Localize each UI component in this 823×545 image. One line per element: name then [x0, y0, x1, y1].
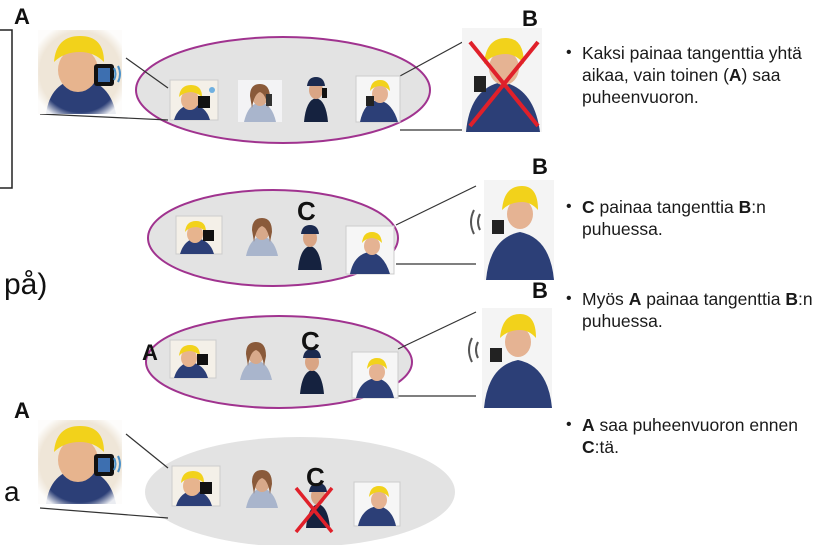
woman-portrait-icon: [246, 218, 278, 256]
bullet-text-part: :n puhuessa.: [582, 289, 813, 331]
bullet-text-part: ) saa puheenvuoron.: [582, 65, 781, 107]
row-1: A B: [14, 4, 542, 144]
bullet-text-part: Kaksi painaa tangenttia yhtä aikaa, vain…: [582, 43, 802, 85]
bullet-bold-part: A: [728, 65, 742, 85]
connector-line: [39, 507, 169, 519]
bullet-item: • Kaksi painaa tangenttia yhtä aikaa, va…: [560, 42, 822, 108]
connector-line: [39, 113, 169, 121]
label-b-row-1: B: [522, 6, 538, 31]
small-firefighter-a-icon: [169, 339, 217, 379]
small-firefighter-a-icon: [175, 215, 223, 255]
bullet-dot-icon: •: [566, 416, 572, 433]
bullet-text-part: :tä.: [594, 437, 619, 457]
bullet-text: C painaa tangenttia B:n puhuessa.: [582, 196, 822, 240]
bullet-item: • A saa puheenvuoron ennen C:tä.: [560, 414, 822, 458]
label-a-row-4: A: [14, 398, 30, 423]
woman-portrait-icon: [240, 342, 272, 380]
group-ellipse-row-2: [147, 189, 399, 287]
label-c-row-3: C: [301, 326, 320, 356]
row-2: C B: [147, 154, 554, 287]
left-edge-text-a: a: [4, 476, 20, 507]
label-a-row-1: A: [14, 4, 30, 29]
label-a-row-3: A: [142, 340, 158, 365]
connector-line: [395, 185, 477, 226]
cross-icon: [294, 486, 334, 534]
bullet-text-part: :n puhuessa.: [582, 197, 766, 239]
label-c-row-4: C: [306, 462, 325, 492]
small-firefighter-a-icon: [169, 79, 219, 121]
officer-portrait-icon: [298, 225, 322, 270]
connector-line: [399, 37, 471, 77]
small-firefighter-b-icon: [355, 75, 401, 123]
bullet-dot-icon: •: [566, 290, 572, 307]
small-firefighter-b-icon: [353, 481, 401, 527]
firefighter-a-large-icon: [38, 30, 122, 114]
bullet-bold-part: B: [785, 289, 798, 309]
bullet-bold-part: C: [582, 437, 595, 457]
small-firefighter-b-icon: [345, 225, 395, 275]
left-edge-text-pa: på): [4, 268, 48, 301]
group-ellipse-row-3: [145, 315, 413, 409]
small-firefighter-b-icon: [351, 351, 399, 399]
firefighter-b-speaking-icon: [468, 308, 552, 408]
bullet-bold-part: C: [582, 197, 595, 217]
bullet-text: Kaksi painaa tangenttia yhtä aikaa, vain…: [582, 42, 822, 108]
cross-icon: [468, 40, 540, 128]
label-c-row-2: C: [297, 196, 316, 226]
small-firefighter-a-icon: [171, 465, 221, 507]
bullet-dot-icon: •: [566, 198, 572, 215]
firefighter-a-large-icon: [38, 420, 122, 504]
bullet-text: A saa puheenvuoron ennen C:tä.: [582, 414, 822, 458]
left-frame: [0, 29, 13, 189]
bullet-text-part: Myös: [582, 289, 629, 309]
bullet-bold-part: A: [582, 415, 595, 435]
connector-line: [397, 311, 477, 350]
bullet-dot-icon: •: [566, 44, 572, 61]
row-4: A C: [14, 398, 455, 545]
officer-portrait-icon: [300, 349, 324, 394]
bullet-item: • Myös A painaa tangenttia B:n puhuessa.: [560, 288, 822, 332]
bullet-text: Myös A painaa tangenttia B:n puhuessa.: [582, 288, 822, 332]
bullet-bold-part: A: [628, 289, 642, 309]
connector-line: [125, 57, 169, 89]
bullet-bold-part: B: [738, 197, 752, 217]
label-b-row-2: B: [532, 154, 548, 179]
label-b-row-3: B: [532, 278, 548, 303]
woman-portrait-icon: [238, 80, 282, 122]
bullet-text-part: saa puheenvuoron ennen: [594, 415, 799, 435]
row-3: A C B: [142, 278, 552, 409]
bullet-text-part: painaa tangenttia: [641, 289, 786, 309]
woman-portrait-icon: [246, 470, 278, 508]
bullet-text-part: painaa tangenttia: [594, 197, 739, 217]
bullet-item: • C painaa tangenttia B:n puhuessa.: [560, 196, 822, 240]
officer-portrait-icon: [304, 77, 328, 122]
firefighter-b-speaking-icon: [470, 180, 554, 280]
connector-line: [125, 433, 169, 469]
